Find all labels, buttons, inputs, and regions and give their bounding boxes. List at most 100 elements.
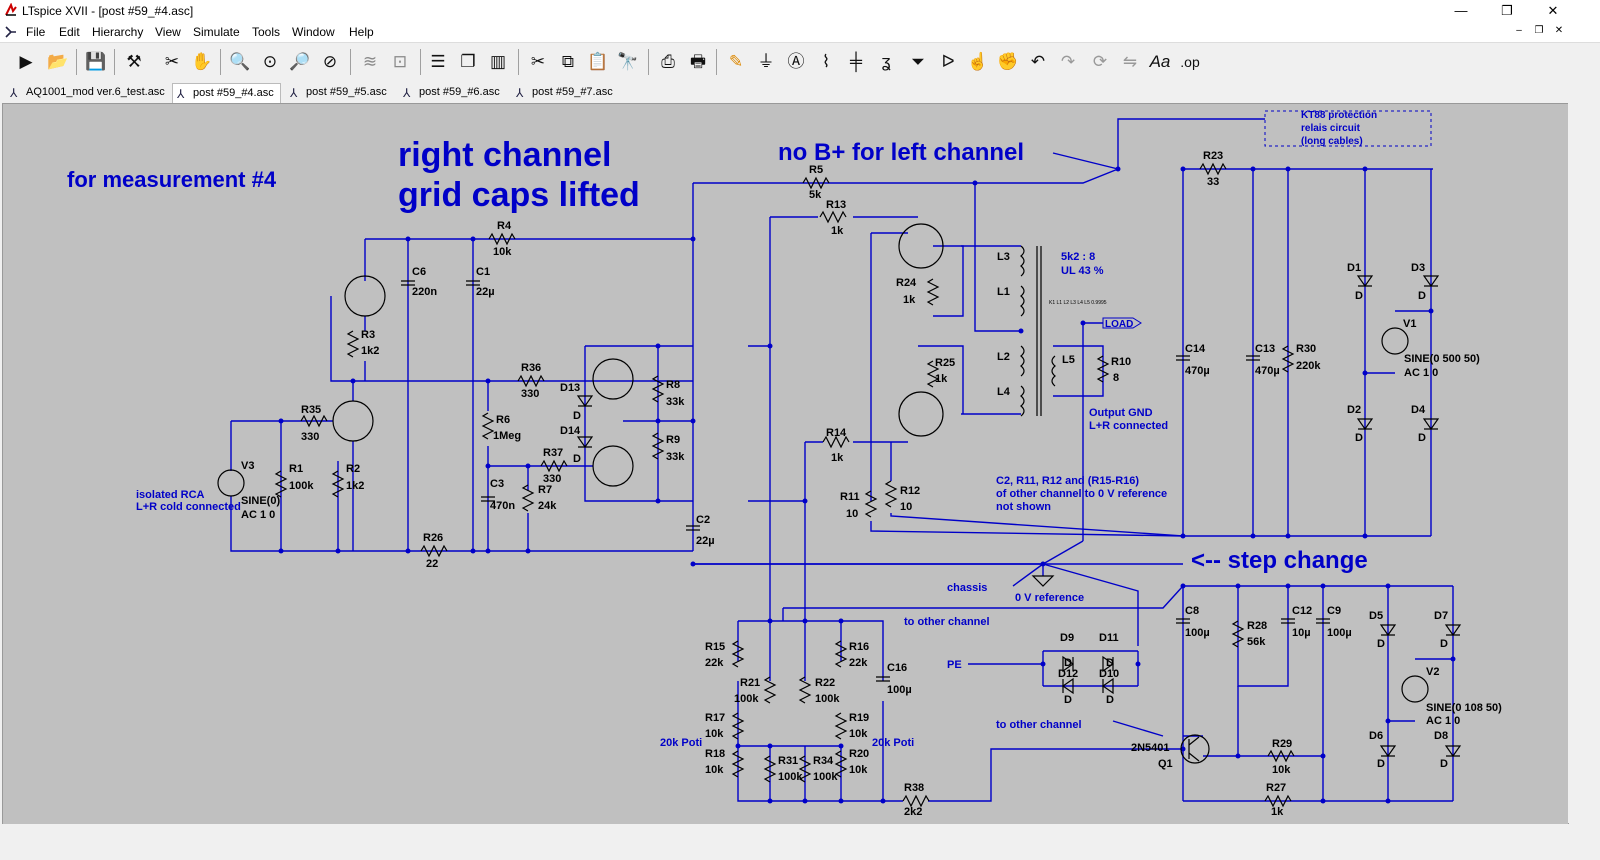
tile-vertical-icon[interactable]: ▥ — [489, 52, 507, 71]
print-icon[interactable]: 🖶 — [689, 52, 707, 71]
close-button[interactable]: ✕ — [1547, 3, 1559, 18]
mdi-minimize-button[interactable]: – — [1516, 25, 1522, 36]
menu-view[interactable]: View — [155, 25, 181, 39]
toolbar-separator — [76, 49, 77, 75]
copy-icon[interactable]: ⧉ — [561, 52, 575, 71]
junction-dots — [278, 166, 1456, 804]
halt-icon[interactable]: ✂ — [164, 52, 180, 71]
value-d7: D — [1440, 638, 1448, 650]
value-v2-ac: AC 1 0 — [1426, 715, 1460, 727]
note-kt88-1: KT88 protection — [1301, 110, 1377, 121]
resistor-r27 — [1264, 794, 1292, 808]
menu-help[interactable]: Help — [349, 25, 374, 39]
open-icon[interactable]: 📂 — [47, 52, 69, 71]
value-r31: 100k — [778, 771, 803, 783]
value-d12: D — [1064, 694, 1072, 706]
capacitor-c3 — [481, 496, 495, 502]
menu-simulate[interactable]: Simulate — [193, 25, 240, 39]
resistor-r13 — [819, 210, 847, 224]
component-icon[interactable]: ᐅ — [941, 52, 955, 71]
maximize-button[interactable]: ❐ — [1501, 3, 1513, 18]
drag-icon[interactable]: ✊ — [997, 52, 1019, 71]
fit-icon[interactable]: ⊡ — [392, 52, 408, 71]
label-r37: R37 — [543, 447, 563, 459]
autorange-icon[interactable]: ≋ — [362, 52, 378, 71]
inductor-l2 — [1020, 345, 1025, 377]
run-icon[interactable]: ▶ — [19, 52, 33, 71]
note-poti-1: 20k Poti — [660, 737, 702, 749]
label-r21: R21 — [740, 677, 760, 689]
save-icon[interactable]: 💾 — [85, 52, 107, 71]
value-r13: 1k — [831, 225, 844, 237]
find-icon[interactable]: 🔭 — [617, 52, 639, 71]
diode-d9 — [1062, 655, 1075, 673]
diode-d5 — [1379, 624, 1397, 637]
tab-post59-7[interactable]: ⅄post #59_#7.asc — [512, 83, 619, 102]
transistor-q1 — [1180, 734, 1210, 764]
zoom-full-icon[interactable]: ⊙ — [262, 52, 278, 71]
redo-icon[interactable]: ↷ — [1060, 52, 1076, 71]
paste-icon[interactable]: 📋 — [587, 52, 609, 71]
menu-window[interactable]: Window — [292, 25, 335, 39]
label-r24: R24 — [896, 277, 917, 289]
schematic-canvas[interactable]: for measurement #4 right channel grid ca… — [2, 103, 1569, 825]
note-no-bplus: no B+ for left channel — [778, 139, 1024, 166]
document-icon[interactable] — [4, 25, 18, 39]
rotate-icon[interactable]: ⟳ — [1092, 52, 1108, 71]
minimize-button[interactable]: — — [1454, 3, 1468, 18]
label-d7: D7 — [1434, 610, 1448, 622]
pan-icon[interactable]: ✋ — [191, 52, 213, 71]
mirror-icon[interactable]: ⇋ — [1122, 52, 1138, 71]
zoom-in-icon[interactable]: 🔍 — [229, 52, 251, 71]
inductor-icon[interactable]: ʓ — [881, 52, 891, 71]
resistor-r30 — [1281, 345, 1295, 373]
print-setup-icon[interactable]: ⎙ — [661, 52, 675, 71]
label-net-icon[interactable]: Ⓐ — [787, 52, 805, 71]
resistor-r5 — [802, 176, 830, 190]
status-bar — [0, 824, 1600, 860]
diode-d1 — [1356, 275, 1374, 288]
value-r4: 10k — [493, 246, 512, 258]
label-r27: R27 — [1266, 782, 1286, 794]
diode-icon[interactable]: ⏷ — [911, 52, 925, 71]
mdi-restore-button[interactable]: ❐ — [1534, 25, 1544, 36]
draw-wire-icon[interactable]: ✎ — [728, 52, 744, 71]
spice-directive-icon[interactable]: .op — [1180, 54, 1200, 70]
resistor-r2 — [331, 470, 345, 498]
value-r18: 10k — [705, 764, 724, 776]
control-panel-icon[interactable]: ⚒ — [126, 52, 142, 71]
label-r34: R34 — [813, 755, 834, 767]
zoom-cancel-icon[interactable]: ⊘ — [322, 52, 338, 71]
schematic-icon: ⅄ — [290, 86, 298, 100]
cut-icon[interactable]: ✂ — [530, 52, 546, 71]
tab-aq1001[interactable]: ⅄AQ1001_mod ver.6_test.asc — [6, 83, 171, 102]
label-c16: C16 — [887, 662, 907, 674]
value-r15: 22k — [705, 657, 724, 669]
value-r25: 1k — [935, 373, 948, 385]
value-d14: D — [573, 453, 581, 465]
cascade-icon[interactable]: ❐ — [460, 52, 476, 71]
resistor-r25 — [926, 360, 940, 388]
menu-tools[interactable]: Tools — [252, 25, 281, 39]
menu-file[interactable]: File — [26, 25, 46, 39]
undo-icon[interactable]: ↶ — [1030, 52, 1046, 71]
move-icon[interactable]: ☝ — [967, 52, 989, 71]
resistor-icon[interactable]: ⌇ — [821, 52, 831, 71]
menu-edit[interactable]: Edit — [59, 25, 80, 39]
menu-hierarchy[interactable]: Hierarchy — [92, 25, 144, 39]
mdi-close-button[interactable]: ✕ — [1554, 25, 1564, 36]
value-v1-ac: AC 1 0 — [1404, 367, 1438, 379]
resistor-r20 — [834, 750, 848, 778]
tab-post59-6[interactable]: ⅄post #59_#6.asc — [399, 83, 506, 102]
capacitor-icon[interactable]: ╪ — [849, 52, 863, 71]
text-icon[interactable]: Aa — [1149, 52, 1171, 71]
ground-icon[interactable]: ⏚ — [757, 52, 775, 71]
schematic-drawing[interactable]: for measurement #4 right channel grid ca… — [3, 104, 1568, 824]
value-v2: SINE(0 108 50) — [1426, 702, 1502, 714]
resistor-r12 — [884, 480, 898, 508]
tab-post59-4[interactable]: ⅄post #59_#4.asc — [172, 83, 281, 103]
value-c8: 100µ — [1185, 627, 1210, 639]
zoom-out-icon[interactable]: 🔎 — [289, 52, 311, 71]
tab-post59-5[interactable]: ⅄post #59_#5.asc — [286, 83, 393, 102]
tile-horizontal-icon[interactable]: ☰ — [430, 52, 446, 71]
